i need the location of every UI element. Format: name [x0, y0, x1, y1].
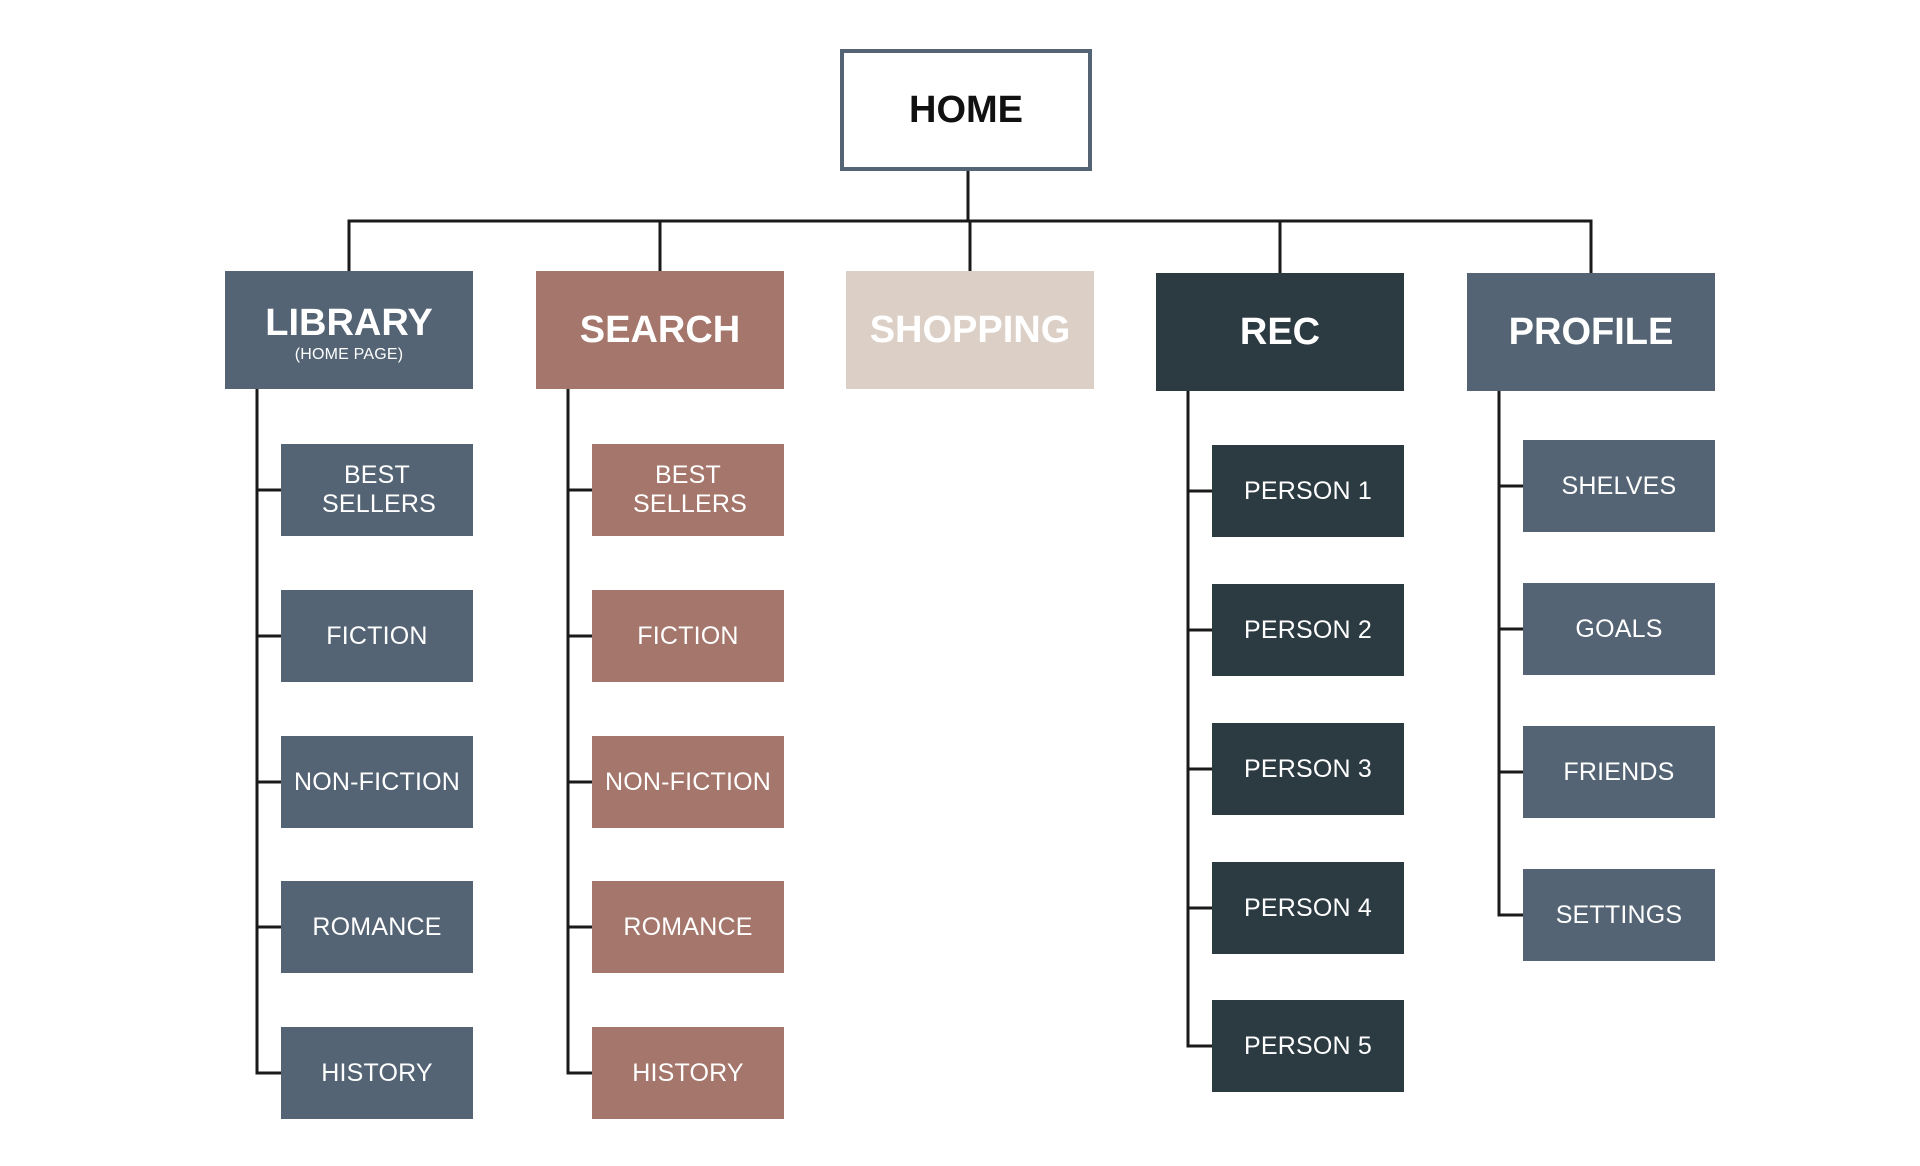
child-label-search-4: HISTORY — [632, 1058, 744, 1087]
child-label-rec-0: PERSON 1 — [1243, 476, 1373, 505]
child-label-search-0: BEST SELLERS — [633, 461, 747, 518]
category-label-profile: PROFILE — [1508, 310, 1674, 353]
child-node-profile-2: FRIENDS — [1523, 726, 1715, 818]
child-label-rec-2: PERSON 3 — [1243, 754, 1373, 783]
child-node-search-3: ROMANCE — [592, 881, 784, 973]
category-profile: PROFILE — [1467, 273, 1715, 391]
child-label-library-4: HISTORY — [321, 1058, 433, 1087]
category-rec: REC — [1156, 273, 1404, 391]
child-node-rec-2: PERSON 3 — [1212, 723, 1404, 815]
category-sublabel-library: (HOME PAGE) — [294, 346, 404, 363]
child-node-library-0: BEST SELLERS — [281, 444, 473, 536]
category-label-shopping: SHOPPING — [869, 308, 1071, 351]
child-node-search-2: NON-FICTION — [592, 736, 784, 828]
child-label-rec-1: PERSON 2 — [1243, 615, 1373, 644]
child-node-rec-4: PERSON 5 — [1212, 1000, 1404, 1092]
child-node-profile-0: SHELVES — [1523, 440, 1715, 532]
child-node-profile-1: GOALS — [1523, 583, 1715, 675]
category-label-library: LIBRARY — [265, 302, 433, 344]
child-node-library-1: FICTION — [281, 590, 473, 682]
child-label-library-0: BEST SELLERS — [322, 461, 436, 518]
child-node-search-1: FICTION — [592, 590, 784, 682]
category-shopping: SHOPPING — [846, 271, 1094, 389]
child-label-profile-3: SETTINGS — [1555, 900, 1683, 929]
child-label-search-1: FICTION — [637, 621, 739, 650]
child-label-library-1: FICTION — [326, 621, 428, 650]
child-node-library-3: ROMANCE — [281, 881, 473, 973]
child-label-search-2: NON-FICTION — [604, 767, 772, 796]
child-node-rec-0: PERSON 1 — [1212, 445, 1404, 537]
child-label-search-3: ROMANCE — [623, 912, 753, 941]
home-node: HOME — [840, 49, 1092, 171]
child-node-rec-3: PERSON 4 — [1212, 862, 1404, 954]
home-label: HOME — [909, 88, 1023, 131]
child-label-rec-3: PERSON 4 — [1243, 893, 1373, 922]
child-label-library-2: NON-FICTION — [293, 767, 461, 796]
child-node-library-2: NON-FICTION — [281, 736, 473, 828]
child-node-search-0: BEST SELLERS — [592, 444, 784, 536]
category-label-search: SEARCH — [579, 308, 741, 351]
child-label-library-3: ROMANCE — [312, 912, 442, 941]
category-library: LIBRARY (HOME PAGE) — [225, 271, 473, 389]
child-node-library-4: HISTORY — [281, 1027, 473, 1119]
child-label-profile-0: SHELVES — [1561, 471, 1677, 500]
category-search: SEARCH — [536, 271, 784, 389]
child-node-search-4: HISTORY — [592, 1027, 784, 1119]
category-label-rec: REC — [1239, 310, 1321, 353]
child-node-profile-3: SETTINGS — [1523, 869, 1715, 961]
child-label-rec-4: PERSON 5 — [1243, 1031, 1373, 1060]
child-node-rec-1: PERSON 2 — [1212, 584, 1404, 676]
child-label-profile-2: FRIENDS — [1563, 757, 1675, 786]
child-label-profile-1: GOALS — [1575, 614, 1663, 643]
